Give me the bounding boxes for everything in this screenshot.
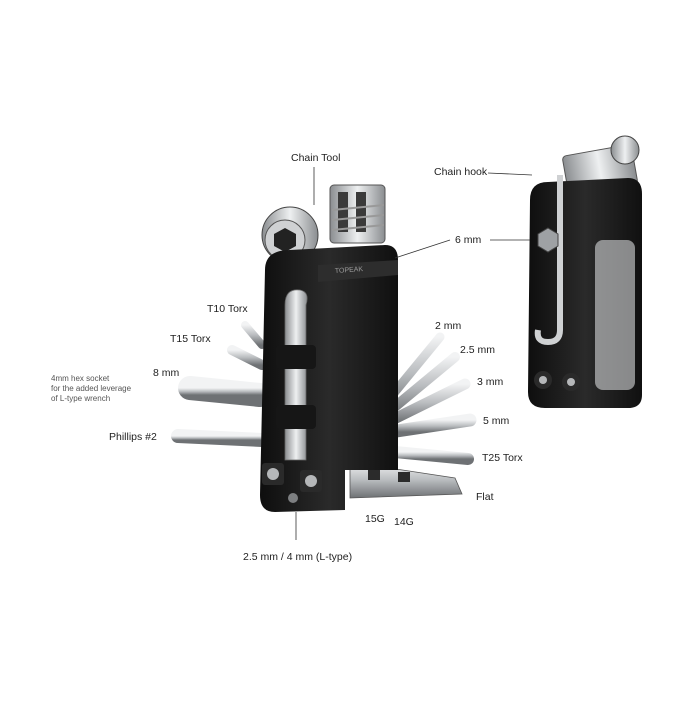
label-5mm: 5 mm (483, 415, 510, 427)
chain-hook (534, 175, 563, 346)
label-t15-torx: T15 Torx (170, 333, 211, 345)
label-3mm: 3 mm (477, 376, 504, 388)
label-8mm: 8 mm (153, 367, 180, 379)
torx-t15 (227, 345, 267, 370)
label-14g: 14G (394, 516, 414, 528)
label-chain-hook: Chain hook (434, 166, 488, 178)
hex-6mm (537, 227, 559, 253)
spoke-15g-slot (368, 470, 380, 480)
l-type-wrench (284, 289, 308, 461)
torx-t25 (389, 446, 474, 465)
label-2-5mm: 2.5 mm (460, 344, 496, 356)
label-l-type: 2.5 mm / 4 mm (L-type) (243, 551, 353, 563)
hex-8mm (178, 376, 272, 407)
torx-t10 (241, 321, 266, 349)
label-t25-torx: T25 Torx (482, 452, 523, 464)
left-bit-fan (171, 321, 272, 447)
label-6mm: 6 mm (455, 234, 482, 246)
label-2mm: 2 mm (435, 320, 462, 332)
phillips-2 (171, 429, 269, 447)
main-multitool: TOPEAK (171, 184, 477, 512)
leader-lines (295, 167, 533, 540)
hex-3mm (382, 378, 471, 428)
chain-tool-hex-socket (274, 228, 296, 252)
label-flat: Flat (476, 491, 494, 503)
spoke-14g-slot (398, 472, 410, 482)
label-phillips-2: Phillips #2 (109, 431, 157, 443)
label-15g: 15G (365, 513, 385, 525)
label-hex-socket-note: 4mm hex socket for the added leverage of… (51, 374, 132, 403)
body-engraving: TOPEAK (335, 266, 364, 275)
multitool-rear-view (528, 135, 642, 408)
label-chain-tool: Chain Tool (291, 152, 341, 164)
hex-5mm (383, 413, 477, 439)
label-t10-torx: T10 Torx (207, 303, 248, 315)
